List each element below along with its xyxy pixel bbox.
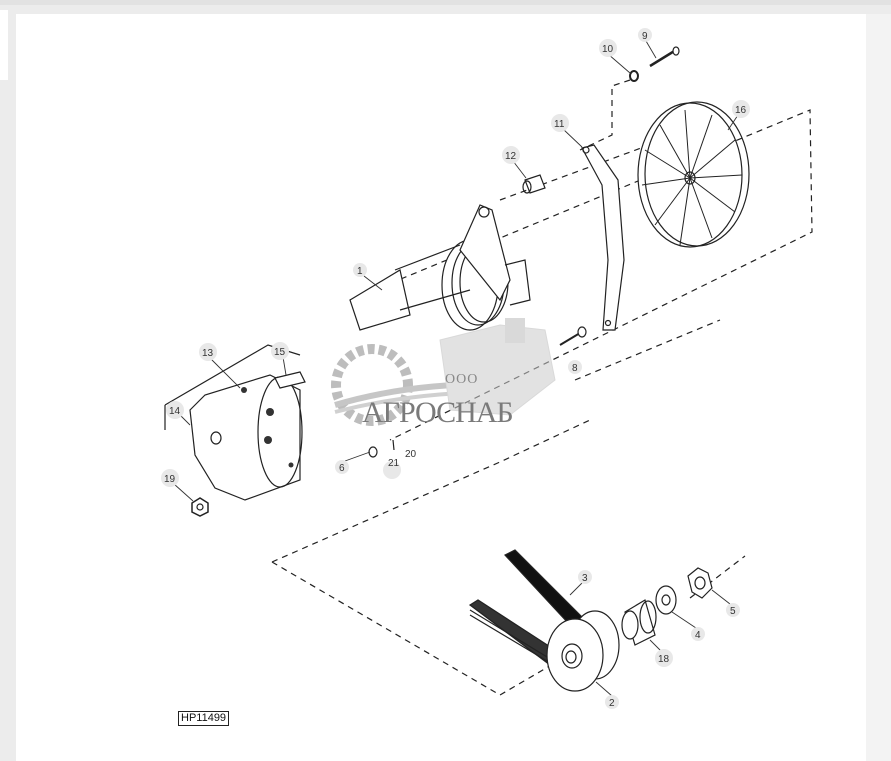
top-bar — [0, 0, 891, 5]
callout-6: 6 — [335, 460, 349, 474]
pulley — [546, 610, 620, 692]
callout-5: 5 — [726, 603, 740, 617]
callout-4: 4 — [691, 627, 705, 641]
taper-bushing — [621, 599, 657, 646]
washer-4 — [655, 585, 677, 615]
svg-text:11: 11 — [554, 119, 565, 130]
svg-text:15: 15 — [274, 347, 286, 358]
leader-lines — [173, 40, 739, 697]
figure-id-label: HP11499 — [178, 711, 230, 726]
callout-3: 3 — [578, 570, 592, 584]
svg-text:4: 4 — [695, 630, 701, 641]
callout-19: 19 — [161, 469, 179, 487]
callout-8: 8 — [568, 360, 582, 374]
svg-text:18: 18 — [658, 654, 670, 665]
callout-labels: 1 2 3 4 5 6 8 9 10 11 12 13 14 15 16 18 … — [161, 28, 750, 709]
svg-text:3: 3 — [582, 573, 588, 584]
callout-21: 21 — [383, 458, 401, 479]
svg-text:12: 12 — [505, 151, 517, 162]
fan-wheel — [637, 101, 750, 248]
tension-arm — [581, 144, 625, 331]
svg-text:20: 20 — [405, 449, 417, 460]
callout-18: 18 — [655, 649, 673, 667]
callout-14: 14 — [166, 401, 184, 419]
svg-text:6: 6 — [339, 463, 345, 474]
callout-11: 11 — [551, 114, 569, 132]
nut-19 — [191, 497, 209, 517]
callout-15: 15 — [271, 342, 289, 360]
callout-16: 16 — [732, 100, 750, 118]
callout-1: 1 — [353, 263, 367, 277]
callout-10: 10 — [599, 39, 617, 57]
svg-text:16: 16 — [735, 105, 747, 116]
svg-text:2: 2 — [609, 698, 615, 709]
spacer-bushing — [522, 174, 546, 194]
callout-13: 13 — [199, 343, 217, 361]
svg-text:9: 9 — [642, 31, 648, 42]
bolt-and-washer — [629, 46, 680, 82]
side-panel — [0, 10, 8, 80]
scrollbar-track[interactable] — [866, 14, 891, 761]
callout-20: 20 — [405, 449, 417, 460]
svg-text:13: 13 — [202, 348, 214, 359]
callout-9: 9 — [638, 28, 652, 42]
svg-text:5: 5 — [730, 606, 736, 617]
small-parts — [368, 439, 395, 458]
nut-5 — [687, 567, 713, 599]
svg-text:19: 19 — [164, 474, 176, 485]
shroud-assembly — [164, 344, 306, 501]
callout-2: 2 — [605, 695, 619, 709]
svg-text:8: 8 — [572, 363, 578, 374]
bolt-8 — [559, 326, 587, 346]
callout-12: 12 — [502, 146, 520, 164]
svg-text:14: 14 — [169, 406, 181, 417]
shaft-housing — [349, 204, 531, 331]
svg-text:1: 1 — [357, 266, 363, 277]
svg-text:21: 21 — [388, 458, 400, 469]
watermark-logo — [331, 318, 556, 426]
svg-text:10: 10 — [602, 44, 614, 55]
